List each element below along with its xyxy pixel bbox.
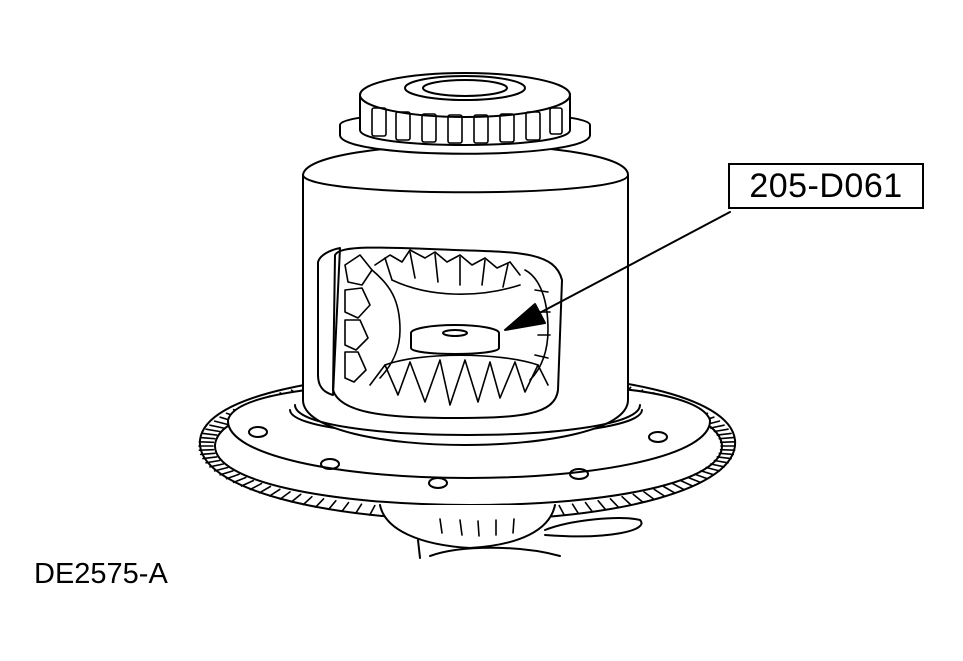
thrust-washer [410, 324, 500, 355]
arrow-pointer [504, 211, 731, 331]
ring-gear-tooth [327, 499, 337, 511]
pinion-gear-top [374, 249, 521, 295]
ring-gear-tooth [302, 495, 313, 506]
ring-gear-tooth [205, 459, 221, 464]
ring-gear-tooth [718, 436, 735, 440]
ring-gear-tooth [653, 488, 666, 497]
ring-gear-tooth [209, 424, 225, 429]
ring-gear-tooth [219, 470, 234, 476]
ring-gear-tooth [198, 440, 215, 444]
pinion-below [379, 504, 643, 559]
ring-gear-tooth [713, 459, 729, 464]
ring-gear-tooth [202, 456, 218, 460]
ring-gear-tooth [718, 452, 735, 456]
ring-gear-tooth [354, 503, 363, 515]
right-side-gear [524, 269, 551, 381]
ring-gear-tooth [719, 440, 736, 444]
ring-gear-tooth [314, 497, 325, 508]
ring-gear-tooth [609, 497, 620, 508]
ring-gear-tooth [719, 448, 736, 452]
ring-gear-tooth [213, 420, 229, 426]
ring-gear-tooth [225, 473, 240, 480]
ring-gear-tooth [209, 463, 225, 468]
ring-gear-tooth [240, 479, 255, 487]
ring-gear-tooth [258, 485, 272, 494]
ring-gear-tooth [584, 501, 593, 513]
ring-gear-tooth [198, 448, 215, 452]
ring-gear-tooth [268, 488, 281, 497]
ring-gear-tooth [290, 493, 302, 503]
ring-gear-tooth [558, 504, 566, 516]
ring-gear-tooth [709, 424, 725, 429]
ring-gear-tooth [249, 482, 263, 491]
tool-number-label: 205-D061 [749, 166, 903, 205]
left-side-gear [344, 254, 401, 383]
figure-id-label: DE2575-A [34, 558, 168, 590]
ring-gear-tooth [341, 501, 350, 513]
ring-gear-tooth [713, 428, 729, 433]
ring-gear-tooth [716, 456, 732, 460]
ring-gear-tooth [597, 499, 607, 511]
ring-gear-tooth [679, 479, 694, 487]
ring-gear-tooth [700, 470, 715, 476]
flange-bolt-holes [248, 426, 668, 489]
ring-gear-tooth [202, 432, 218, 436]
ring-gear-tooth [199, 452, 216, 456]
ring-gear-tooth [199, 436, 216, 440]
ring-gear-tooth [279, 491, 291, 500]
ring-gear-tooth [621, 495, 632, 506]
top-bearing [339, 72, 591, 155]
tool-callout: 205-D061 [728, 163, 924, 209]
ring-gear-tooth [571, 503, 580, 515]
ring-gear-tooth [687, 476, 702, 484]
ring-gear-tooth [632, 493, 644, 503]
pinion-gear-bottom [369, 354, 549, 406]
ring-gear-tooth [213, 466, 229, 472]
ring-gear-tooth [705, 466, 721, 472]
ring-gear-tooth [232, 476, 247, 484]
ring-gear-tooth [368, 504, 376, 516]
ring-gear-tooth [662, 485, 676, 494]
ring-gear-tooth [205, 428, 221, 433]
ring-gear-tooth [694, 473, 709, 480]
ring-gear-tooth [671, 482, 685, 491]
ring-gear-tooth [716, 432, 732, 436]
ring-gear-tooth [709, 463, 725, 468]
ring-gear-tooth [643, 491, 655, 500]
